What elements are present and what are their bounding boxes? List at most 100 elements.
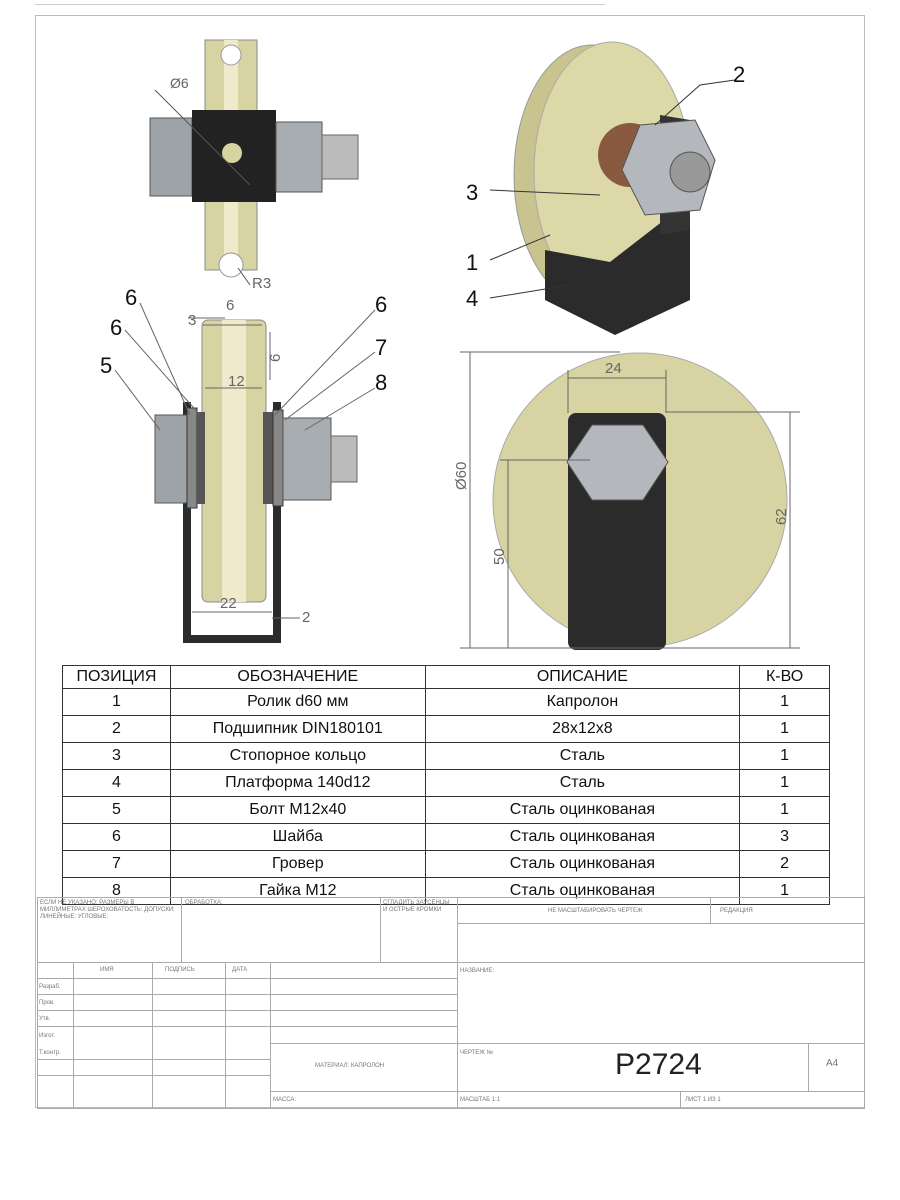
cell: Сталь	[424, 769, 741, 797]
dim-2: 2	[302, 609, 310, 626]
nut-left	[149, 117, 193, 197]
dim-6-vertical: 6	[267, 354, 284, 362]
role-approver: Утв.	[39, 1016, 51, 1022]
isometric-view: 2 3 1 4	[466, 41, 745, 335]
cell: 1	[739, 796, 830, 824]
cell: Ролик d60 мм	[169, 688, 426, 716]
callout-6: 6	[375, 292, 387, 317]
callout-6: 6	[125, 285, 137, 310]
front-view: 24 Ø60 50 62	[453, 351, 800, 650]
cell: Гайка М12	[169, 877, 426, 905]
sheet-number: ЛИСТ 1 ИЗ 1	[685, 1097, 721, 1103]
bracket	[545, 200, 690, 335]
mass-label: МАССА:	[273, 1097, 297, 1103]
scale-label: МАСШТАБ 1:1	[460, 1097, 501, 1103]
nut-right	[275, 121, 323, 193]
header-designation: ОБОЗНАЧЕНИЕ	[169, 665, 426, 689]
header-quantity: К-ВО	[739, 665, 830, 689]
washer	[186, 407, 198, 509]
dim-50: 50	[491, 548, 508, 565]
header-description: ОПИСАНИЕ	[424, 665, 741, 689]
cell: Сталь оцинкованая	[424, 796, 741, 824]
cell: Подшипник DIN180101	[169, 715, 426, 743]
cell: Платформа 140d12	[169, 769, 426, 797]
title-label: НАЗВАНИЕ:	[460, 968, 495, 974]
general-notes: ЕСЛИ НЕ УКАЗАНО: РАЗМЕРЫ В МИЛЛИМЕТРАХ Ш…	[40, 900, 175, 920]
callout-2: 2	[733, 62, 745, 87]
callout-5: 5	[100, 353, 112, 378]
cell: 1	[739, 769, 830, 797]
cell: Шайба	[169, 823, 426, 851]
col-signature: ПОДПИСЬ	[165, 967, 195, 973]
cell: Болт М12x40	[169, 796, 426, 824]
callout-7: 7	[375, 335, 387, 360]
hole-dim-label: Ø6	[170, 75, 189, 91]
cell: 7	[62, 850, 171, 878]
bolt-hole	[222, 143, 242, 163]
cell: 2	[62, 715, 171, 743]
side-view: 6 3 6 12 22 2 6 6 5 6 7 8	[100, 285, 387, 643]
role-checker: Пров.	[39, 1000, 55, 1006]
role-tech-control: Т.контр.	[39, 1050, 61, 1056]
bolt-end	[321, 134, 359, 180]
role-developer: Разраб.	[39, 984, 61, 990]
cell: 3	[62, 742, 171, 770]
nut	[282, 417, 332, 501]
material-label: МАТЕРИАЛ: КАПРОЛОН	[315, 1063, 385, 1069]
no-scale-note: НЕ МАСШТАБИРОВАТЬ ЧЕРТЕЖ	[548, 908, 643, 914]
deburr-note: СГЛАДИТЬ ЗАУСЕНЦЫ И ОСТРЫЕ КРОМКИ	[383, 900, 450, 913]
cell: Гровер	[169, 850, 426, 878]
drawing-number-label: ЧЕРТЕЖ №	[460, 1050, 494, 1056]
role-manufacturer: Изгот.	[39, 1033, 56, 1039]
cell: 2	[739, 850, 830, 878]
cell: Стопорное кольцо	[169, 742, 426, 770]
drawing-sheet-border	[35, 15, 865, 1108]
roller-notch	[220, 44, 242, 66]
dim-diameter-60: Ø60	[453, 462, 470, 490]
cell: Сталь	[424, 742, 741, 770]
sheet-format: A4	[826, 1058, 839, 1069]
top-border-line	[35, 4, 605, 5]
revision-label: РЕДАКЦИЯ	[720, 908, 753, 914]
cell: Капролон	[424, 688, 741, 716]
cell: Сталь оцинкованая	[424, 877, 741, 905]
dim-12: 12	[228, 373, 245, 390]
drawing-views: Ø6 R3 6 3 6 12 22 2 6	[100, 39, 800, 650]
callout-8: 8	[375, 370, 387, 395]
finish-label: ОБРАБОТКА:	[185, 900, 223, 906]
callout-3: 3	[466, 180, 478, 205]
dim-6: 6	[226, 297, 234, 314]
dim-22: 22	[220, 595, 237, 612]
cell: 3	[739, 823, 830, 851]
radius-dim-label: R3	[252, 275, 271, 292]
cell: 4	[62, 769, 171, 797]
cell: 6	[62, 823, 171, 851]
hex-nut	[566, 424, 669, 501]
callout-6: 6	[110, 315, 122, 340]
bolt-head	[154, 414, 188, 504]
header-position: ПОЗИЦИЯ	[62, 665, 171, 689]
dim-62: 62	[773, 508, 790, 525]
dim-3: 3	[188, 312, 196, 329]
callout-4: 4	[466, 286, 478, 311]
drawing-number: P2724	[615, 1048, 702, 1081]
cell: 28x12x8	[424, 715, 741, 743]
cell: 1	[739, 877, 830, 905]
col-date: ДАТА	[232, 967, 248, 973]
cell: 1	[739, 715, 830, 743]
dim-leader	[154, 89, 251, 186]
cell: 8	[62, 877, 171, 905]
cell: Сталь оцинкованая	[424, 823, 741, 851]
top-view: Ø6 R3	[149, 39, 359, 292]
cell: 1	[62, 688, 171, 716]
grover	[263, 412, 273, 504]
